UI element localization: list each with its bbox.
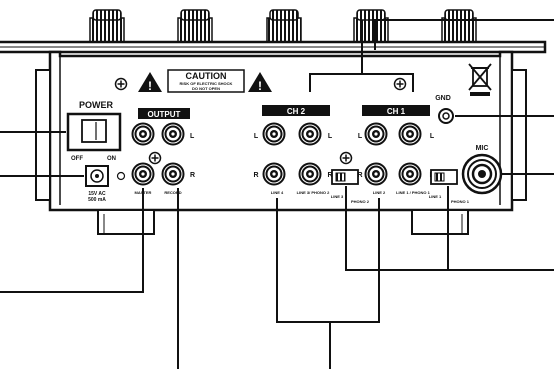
output-record-l-jack[interactable] (161, 122, 185, 146)
gnd-label: GND (435, 95, 451, 102)
screw-icon (114, 77, 128, 91)
ch1-line2-r-jack[interactable] (364, 162, 388, 186)
knob-3 (266, 9, 302, 47)
ch2-section: CH 2 L L R R LINE 4 LINE 3/ PHONO 2 LINE… (253, 105, 370, 204)
ch1-l-left-label: L (358, 133, 363, 140)
svg-text:!: ! (258, 79, 262, 93)
power-on-label: ON (107, 156, 116, 162)
ch2-switch-phono-label: PHONO 2 (351, 199, 370, 204)
ch1-l-right-label: L (430, 133, 435, 140)
ch1-line1-phono1-l-jack[interactable] (398, 122, 422, 146)
caution-subtitle: DO NOT OPEN (192, 86, 220, 91)
mic-jack[interactable] (461, 153, 503, 195)
svg-text:!: ! (148, 79, 152, 93)
gnd-terminal[interactable]: GND (435, 95, 454, 124)
knob-2 (177, 9, 213, 47)
ch2-l-left-label: L (254, 133, 259, 140)
output-label: OUTPUT (148, 110, 181, 119)
knob-5 (441, 9, 477, 47)
ch1-switch-phono-label: PHONO 1 (451, 199, 470, 204)
screw-icon (393, 77, 407, 91)
output-l-label: L (190, 133, 195, 140)
output-r-label: R (190, 172, 195, 179)
power-off-label: OFF (71, 156, 83, 162)
ch2-line4-l-jack[interactable] (262, 122, 286, 146)
ch2-l-right-label: L (328, 133, 333, 140)
ch2-r-right-label: R (327, 172, 332, 179)
callout-line-knobs (374, 19, 378, 50)
output-master-l-jack[interactable] (131, 122, 155, 146)
knob-4 (353, 9, 389, 47)
ch1-line-phono-label: LINE 1 / PHONO 1 (396, 190, 431, 195)
screw-icon (339, 151, 353, 165)
ch1-section: CH 1 L L R R LINE 2 LINE 1 / PHONO 1 LIN… (357, 105, 470, 204)
ch2-r-left-label: R (253, 172, 258, 179)
output-record-label: RECORD (164, 190, 181, 195)
dc-jack[interactable] (85, 165, 109, 187)
callout-line-line-inputs (276, 198, 380, 323)
ch1-line-phono-switch[interactable] (430, 169, 458, 185)
callout-lines (0, 19, 554, 369)
ch1-line-label: LINE 2 (373, 190, 386, 195)
screw-icon (148, 151, 162, 165)
ch2-line-phono-switch[interactable] (331, 169, 359, 185)
dc-input-rating: 15V AC (88, 191, 106, 197)
ch2-line-label: LINE 4 (271, 190, 284, 195)
output-record-r-jack[interactable] (161, 162, 185, 186)
ch1-switch-line-label: LINE 1 (429, 194, 442, 199)
caution-label: ! CAUTION RISK OF ELECTRIC SHOCK DO NOT … (138, 69, 272, 93)
caution-title: CAUTION (186, 71, 227, 81)
ch2-switch-line-label: LINE 3 (331, 194, 344, 199)
power-label: POWER (79, 100, 114, 110)
mic-section: MIC (461, 145, 503, 195)
mic-label: MIC (476, 145, 489, 152)
dc-input-rating: 500 mA (88, 197, 106, 203)
ch2-line-phono-label: LINE 3/ PHONO 2 (297, 190, 330, 195)
ch1-label: CH 1 (387, 107, 406, 116)
ch2-line3-phono2-l-jack[interactable] (298, 122, 322, 146)
ch2-label: CH 2 (287, 107, 306, 116)
ch1-line1-phono1-r-jack[interactable] (398, 162, 422, 186)
output-master-r-jack[interactable] (131, 162, 155, 186)
knob-1 (89, 9, 125, 47)
callout-line-master-output (0, 188, 144, 293)
power-section: POWER OFF ON 15V AC 500 mA (66, 100, 126, 203)
ch2-line3-phono2-r-jack[interactable] (298, 162, 322, 186)
ch1-line2-l-jack[interactable] (364, 122, 388, 146)
ch2-line4-r-jack[interactable] (262, 162, 286, 186)
ch1-r-left-label: R (357, 172, 362, 179)
top-plate (0, 40, 547, 54)
callout-line-selector-switches (345, 186, 449, 271)
weee-bin-icon (468, 63, 492, 96)
caution-subtitle: RISK OF ELECTRIC SHOCK (180, 81, 233, 86)
